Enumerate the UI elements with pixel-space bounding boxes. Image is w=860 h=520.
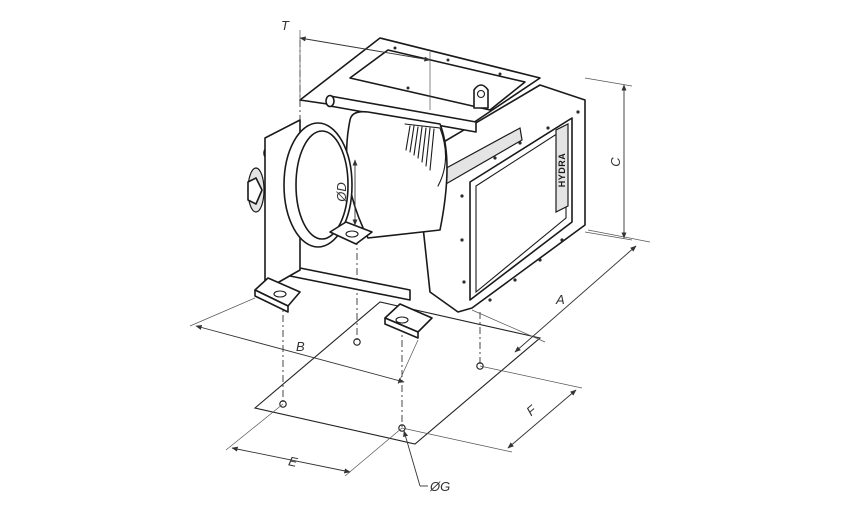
left-end-frame: [247, 119, 353, 291]
winch-body: HYDRA: [247, 37, 586, 339]
dimension-label-G: ØG: [429, 479, 450, 494]
lifting-eye: [473, 84, 489, 109]
dimension-E: E: [225, 403, 403, 477]
dimension-T: T: [281, 18, 431, 110]
dimension-label-A: A: [555, 292, 565, 307]
dimension-G: ØG: [403, 430, 450, 494]
brand-plate: HYDRA: [555, 123, 569, 213]
rope-drum: [345, 110, 448, 239]
dimension-label-T: T: [281, 18, 290, 33]
dimension-B: B: [189, 297, 419, 385]
dimension-A: A: [471, 229, 651, 353]
mounting-foot-rear: [329, 221, 373, 245]
brand-text: HYDRA: [557, 153, 567, 188]
mounting-foot-right: [384, 303, 433, 339]
dimension-label-F: F: [523, 402, 540, 419]
mounting-hole: [398, 424, 406, 432]
dimension-C: C: [584, 77, 633, 241]
dimension-label-B: B: [296, 339, 305, 354]
mounting-foot-left: [254, 277, 301, 313]
dimension-label-E: E: [287, 453, 299, 470]
dimension-label-D: ØD: [334, 182, 349, 203]
drum-rope-windings: [405, 125, 435, 171]
dimension-D: ØD: [334, 159, 358, 226]
dimension-label-C: C: [608, 157, 623, 167]
